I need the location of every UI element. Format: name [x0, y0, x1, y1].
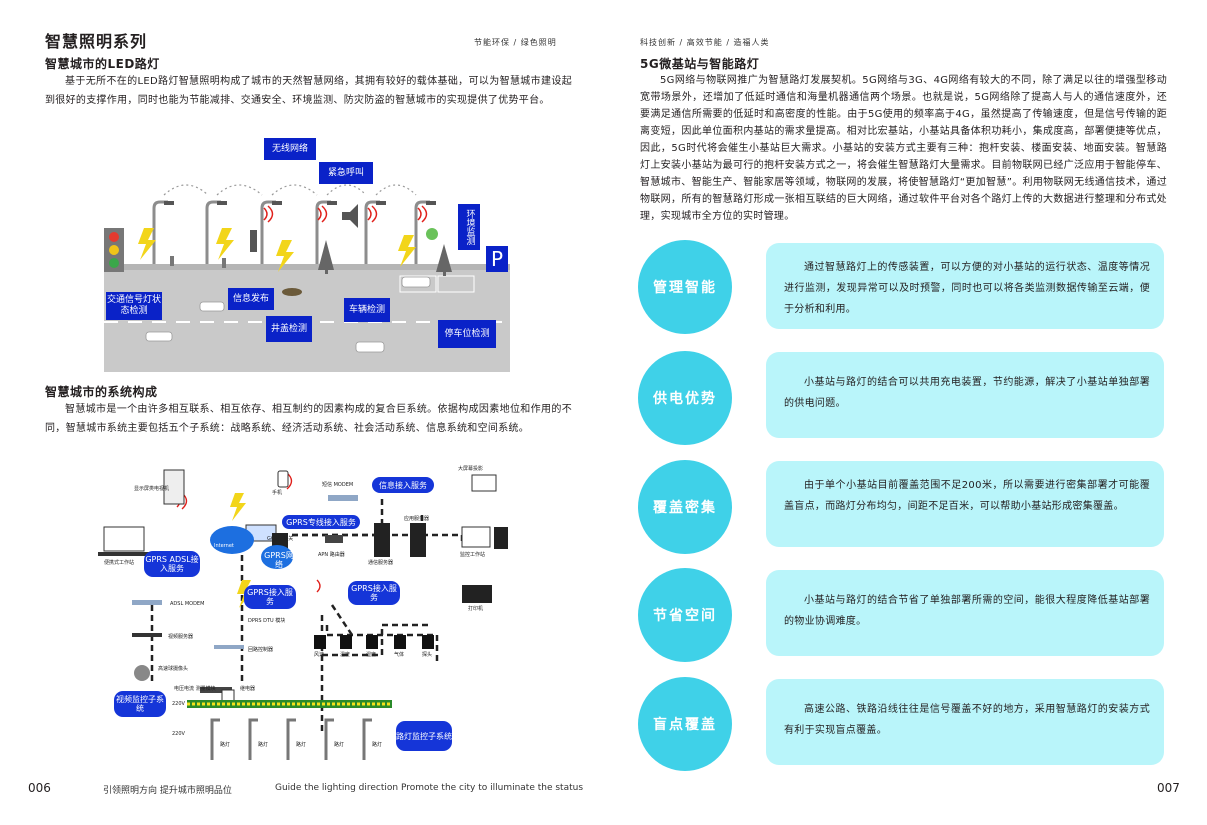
- section2-text: 智慧城市是一个由许多相互联系、相互依存、相互制约的因素构成的复合巨系统。依据构成…: [45, 404, 572, 434]
- laptop-label: 便携式工作站: [104, 560, 135, 566]
- comm-server-label: 通信服务器: [368, 560, 394, 566]
- system-architecture-diagram: 显示屏类电视机 手机 短信 MODEM 大屏幕投影 便携式工作站 GGSN 网关…: [92, 455, 577, 780]
- printer-label: 打印机: [468, 606, 484, 612]
- sms-modem-label: 短信 MODEM: [322, 482, 354, 488]
- card-text-2: 小基站与路灯的结合可以共用充电装置，节约能源，解决了小基站单独部署的供电问题。: [766, 352, 1164, 438]
- section2-title: 智慧城市的系统构成: [45, 385, 158, 399]
- footer-slogan-cn: 引领照明方向 提升城市照明品位: [103, 786, 232, 796]
- label-traffic-signal: 交通信号灯状态检测: [106, 292, 162, 320]
- label-manhole-detection: 井盖检测: [266, 316, 312, 342]
- label-emergency-call: 紧急呼叫: [319, 162, 373, 184]
- left-page-number: 006: [28, 781, 51, 795]
- video-server-label: 视频服务器: [168, 634, 194, 640]
- humidity-label: 湿度: [366, 652, 377, 658]
- right-header-tags: 科技创新 / 高效节能 / 造福人类: [640, 38, 770, 47]
- lamp-label-3: 路灯: [296, 742, 307, 748]
- big-screen-label: 大屏幕投影: [458, 466, 484, 472]
- gprs-adsl-pill: GPRS ADSL接入服务: [144, 551, 200, 577]
- ggsn-label: GGSN 网关: [267, 536, 294, 542]
- gas-label: 气体: [394, 652, 405, 658]
- right-page-number: 007: [1157, 781, 1180, 795]
- voltage-label-2: 220V: [172, 731, 185, 737]
- app-server-label: 应用服务器: [404, 516, 430, 522]
- card-text-1: 通过智慧路灯上的传感装置，可以方便的对小基站的运行状态、温度等情况进行监测，发现…: [766, 243, 1164, 329]
- wind-label: 风速: [314, 652, 325, 658]
- card-circle-1: 管理智能: [638, 240, 732, 334]
- phone-label: 手机: [272, 490, 283, 496]
- camera-label: 高速球摄像头: [158, 666, 189, 672]
- card-circle-3: 覆盖密集: [638, 460, 732, 554]
- meter-label: 电压电流 测量模块: [174, 686, 216, 692]
- left-header-tags: 节能环保 / 绿色照明: [474, 38, 557, 47]
- footer-slogan-en: Guide the lighting direction Promote the…: [275, 783, 584, 793]
- card-circle-5: 盲点覆盖: [638, 677, 732, 771]
- card-text-5: 高速公路、铁路沿线往往是信号覆盖不好的地方，采用智慧路灯的安装方式有利于实现盲点…: [766, 679, 1164, 765]
- relay-label: 继电器: [240, 686, 256, 692]
- section1-title: 智慧城市的LED路灯: [45, 57, 160, 71]
- label-wireless-network: 无线网络: [264, 138, 316, 160]
- right-section-title: 5G微基站与智能路灯: [640, 57, 760, 71]
- temp-label: 温度: [340, 652, 351, 658]
- label-parking-detection: 停车位检测: [438, 320, 496, 348]
- monitor-ws-label: 监控工作站: [460, 552, 486, 558]
- label-vehicle-detection: 车辆检测: [344, 298, 390, 322]
- gprs-network-label: GPRS网络: [264, 551, 294, 569]
- page-title: 智慧照明系列: [45, 32, 148, 51]
- info-access-pill: 信息接入服务: [372, 477, 434, 493]
- controller-label: 回路控制器: [248, 647, 274, 653]
- card-circle-2: 供电优势: [638, 351, 732, 445]
- lamp-label-5: 路灯: [372, 742, 383, 748]
- smart-street-illustration: 无线网络 紧急呼叫 环境监测 P 交通信号灯状态检测 信息发布 井盖检测 车辆检…: [104, 110, 510, 372]
- card-text-3: 由于单个小基站目前覆盖范围不足200米，所以需要进行密集部署才可能覆盖盲点，而路…: [766, 461, 1164, 547]
- right-section-text: 5G网络与物联网推广为智慧路灯发展契机。5G网络与3G、4G网络有较大的不同，除…: [640, 75, 1167, 222]
- card-circle-4: 节省空间: [638, 568, 732, 662]
- label-env-monitoring: 环境监测: [458, 204, 480, 250]
- parking-sign: P: [486, 246, 508, 272]
- dtu-label: DPRS DTU 模块: [248, 618, 286, 624]
- probe-label: 探头: [422, 652, 433, 658]
- voltage-label-1: 220V: [172, 701, 185, 707]
- section1-text: 基于无所不在的LED路灯智慧照明构成了城市的天然智慧网络，其拥有较好的载体基础，…: [45, 76, 572, 106]
- lamp-label-1: 路灯: [220, 742, 231, 748]
- lamp-label-4: 路灯: [334, 742, 345, 748]
- gprs-line-pill: GPRS专线接入服务: [282, 515, 360, 529]
- card-text-4: 小基站与路灯的结合节省了单独部署所需的空间，能很大程度降低基站部署的物业协调难度…: [766, 570, 1164, 656]
- video-subsystem-pill: 视频监控子系统: [114, 691, 166, 717]
- lamp-label-2: 路灯: [258, 742, 269, 748]
- gprs-access-pill-1: GPRS接入服务: [244, 585, 296, 609]
- display-label: 显示屏类电视机: [134, 486, 170, 492]
- label-info-release: 信息发布: [228, 288, 274, 310]
- gprs-access-pill-2: GPRS接入服务: [348, 581, 400, 605]
- architecture-lines: [98, 469, 508, 760]
- adsl-modem-label: ADSL MODEM: [170, 601, 205, 607]
- streetlight-subsystem-pill: 路灯监控子系统: [396, 721, 452, 751]
- apn-label: APN 路由器: [318, 552, 345, 558]
- internet-label: Internet: [214, 543, 234, 549]
